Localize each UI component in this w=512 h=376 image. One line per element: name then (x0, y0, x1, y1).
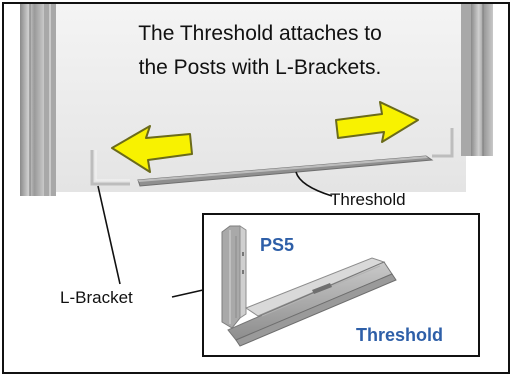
arrow-left-icon (111, 125, 193, 173)
threshold-callout-line (295, 171, 333, 197)
right-post (461, 4, 493, 156)
inset-post (221, 225, 247, 329)
caption-line-1: The Threshold attaches to (138, 22, 382, 45)
threshold-label: Threshold (330, 190, 406, 209)
left-post (20, 4, 56, 196)
l-bracket-label: L-Bracket (60, 288, 133, 307)
inset-threshold-label: Threshold (356, 325, 443, 345)
left-l-bracket (90, 150, 130, 186)
arrow-right-icon (335, 101, 419, 143)
inset-threshold-ramp (227, 257, 397, 347)
caption-line-2: the Posts with L-Brackets. (139, 56, 382, 79)
l-bracket-callout-line-1 (97, 185, 121, 285)
inset-ps5-label: PS5 (260, 235, 294, 255)
right-l-bracket (432, 128, 454, 158)
